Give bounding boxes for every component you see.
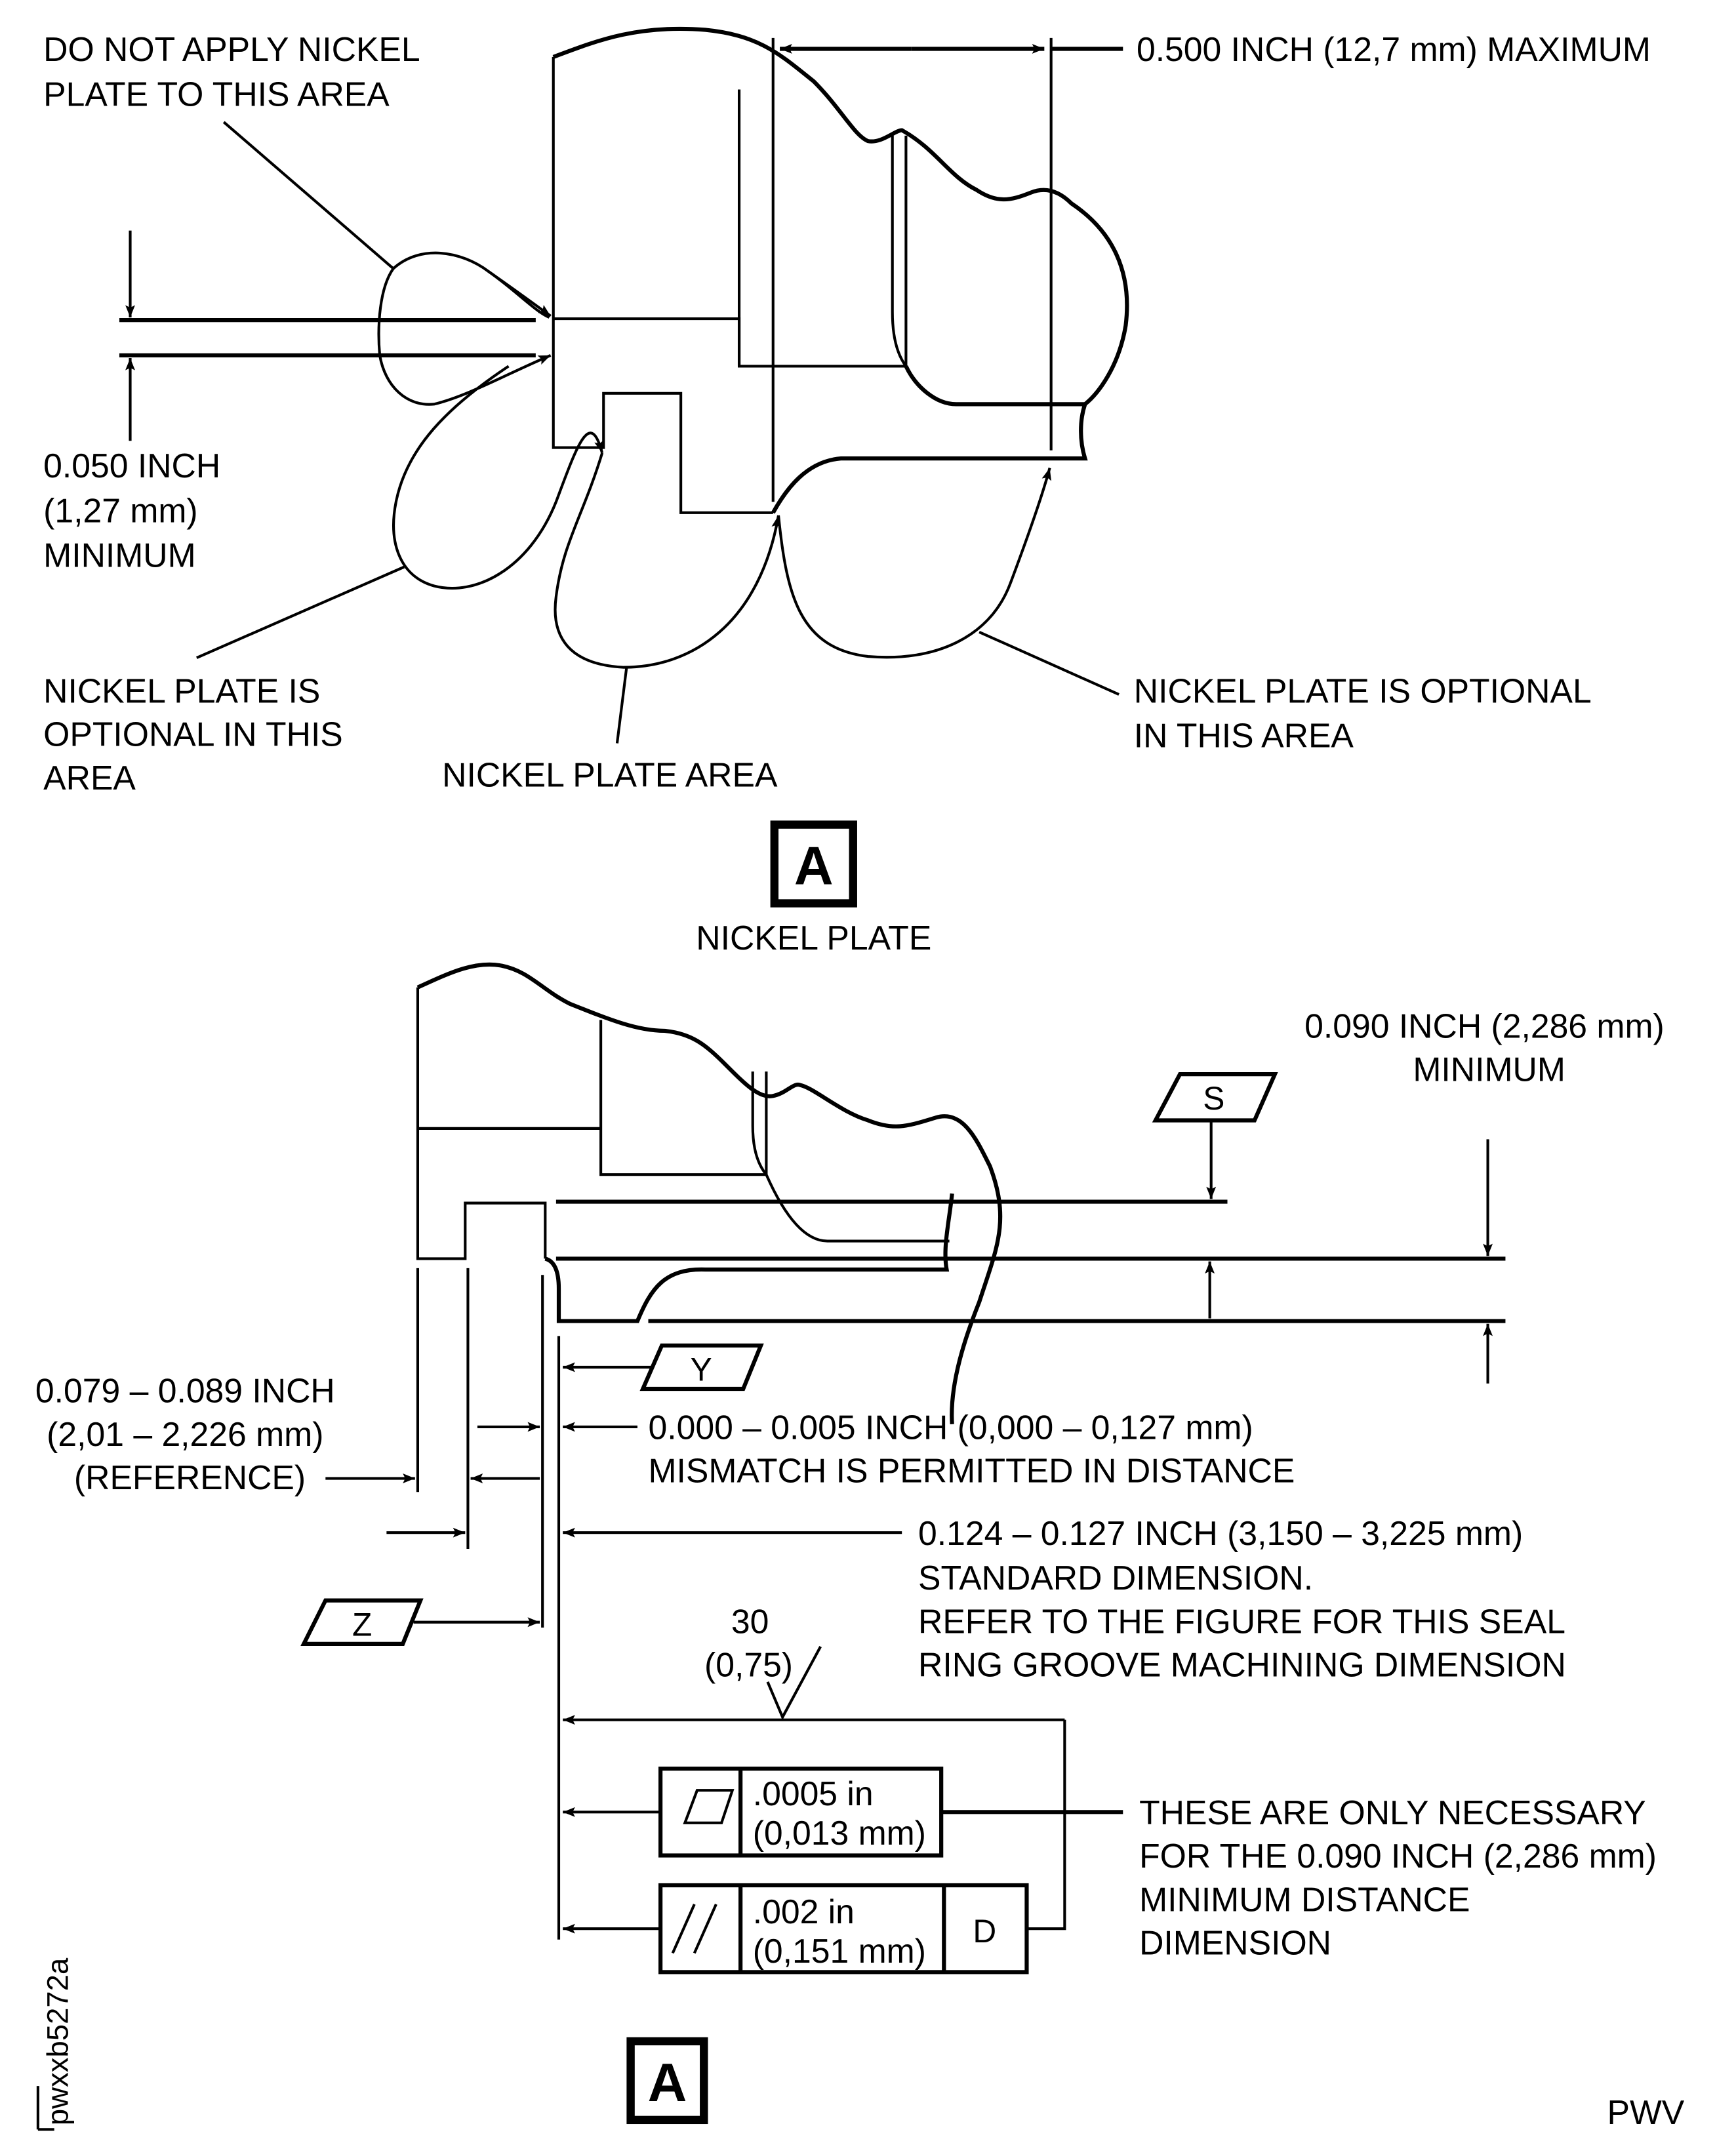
do-not-apply-bubble <box>392 251 550 319</box>
optional-right-label: NICKEL PLATE IS OPTIONAL IN THIS AREA <box>1134 671 1601 754</box>
view-letter-a-top: A <box>770 820 857 908</box>
svg-text:Y: Y <box>691 1352 712 1388</box>
do-not-apply-label: DO NOT APPLY NICKEL PLATE TO THIS AREA <box>43 30 430 113</box>
svg-text:S: S <box>1203 1080 1224 1117</box>
max-dimension-label: 0.500 INCH (12,7 mm) MAXIMUM <box>1137 30 1651 68</box>
svg-text:A: A <box>648 2052 687 2113</box>
part-outline-top <box>552 26 1129 514</box>
standard-dimension-label: 0.124 – 0.127 INCH (3,150 – 3,225 mm) ST… <box>918 1514 1575 1684</box>
dimension-view: 0.090 INCH (2,286 mm) MINIMUM S Y Z 0.07… <box>35 962 1674 2125</box>
fcf-parallelism: .002 in (0,151 mm) D <box>563 1883 1029 1974</box>
svg-text:pwxxb5272a: pwxxb5272a <box>41 1957 74 2125</box>
svg-text:30: 30 <box>731 1602 769 1640</box>
min-dimension-label: 0.050 INCH (1,27 mm) MINIMUM <box>43 447 230 574</box>
svg-text:(0,75): (0,75) <box>704 1645 793 1683</box>
corner-code: PWV <box>1607 2093 1685 2131</box>
svg-text:(0,013 mm): (0,013 mm) <box>753 1814 926 1852</box>
svg-text:.0005 in: .0005 in <box>753 1774 874 1813</box>
svg-text:(0,151 mm): (0,151 mm) <box>753 1932 926 1970</box>
fcf-flatness: .0005 in (0,013 mm) <box>563 1767 1123 1858</box>
datum-y: Y <box>563 1343 764 1392</box>
reference-label: 0.079 – 0.089 INCH (2,01 – 2,226 mm) (RE… <box>35 1372 344 1496</box>
necessary-note-label: THESE ARE ONLY NECESSARY FOR THE 0.090 I… <box>1139 1793 1666 1962</box>
view-caption-nickel-plate: NICKEL PLATE <box>696 919 931 957</box>
nickel-plate-view: 0.500 INCH (12,7 mm) MAXIMUM 0.050 INCH … <box>43 26 1651 957</box>
parallelism-icon <box>671 1904 717 1954</box>
svg-text:.002 in: .002 in <box>753 1893 855 1931</box>
optional-left-bubble <box>392 365 604 590</box>
optional-left-label: NICKEL PLATE IS OPTIONAL IN THIS AREA <box>43 671 352 796</box>
svg-text:D: D <box>973 1913 996 1950</box>
datum-s: S <box>1152 1072 1278 1199</box>
part-outline-bottom <box>416 962 1506 1940</box>
svg-text:A: A <box>794 835 834 896</box>
figure-id: pwxxb5272a <box>36 1957 74 2131</box>
optional-right-bubble <box>777 468 1052 659</box>
nickel-plate-area-bubble <box>554 452 782 669</box>
svg-text:Z: Z <box>352 1606 372 1643</box>
view-letter-a-bottom: A <box>626 2037 708 2125</box>
nickel-plate-area-label: NICKEL PLATE AREA <box>442 756 778 794</box>
datum-z: Z <box>300 1598 540 1646</box>
min-distance-label: 0.090 INCH (2,286 mm) MINIMUM <box>1304 1007 1674 1088</box>
flatness-icon <box>683 1789 735 1824</box>
surface-finish-symbol: 30 (0,75) <box>704 1602 822 1721</box>
mismatch-label: 0.000 – 0.005 INCH (0,000 – 0,127 mm) MI… <box>648 1409 1295 1490</box>
